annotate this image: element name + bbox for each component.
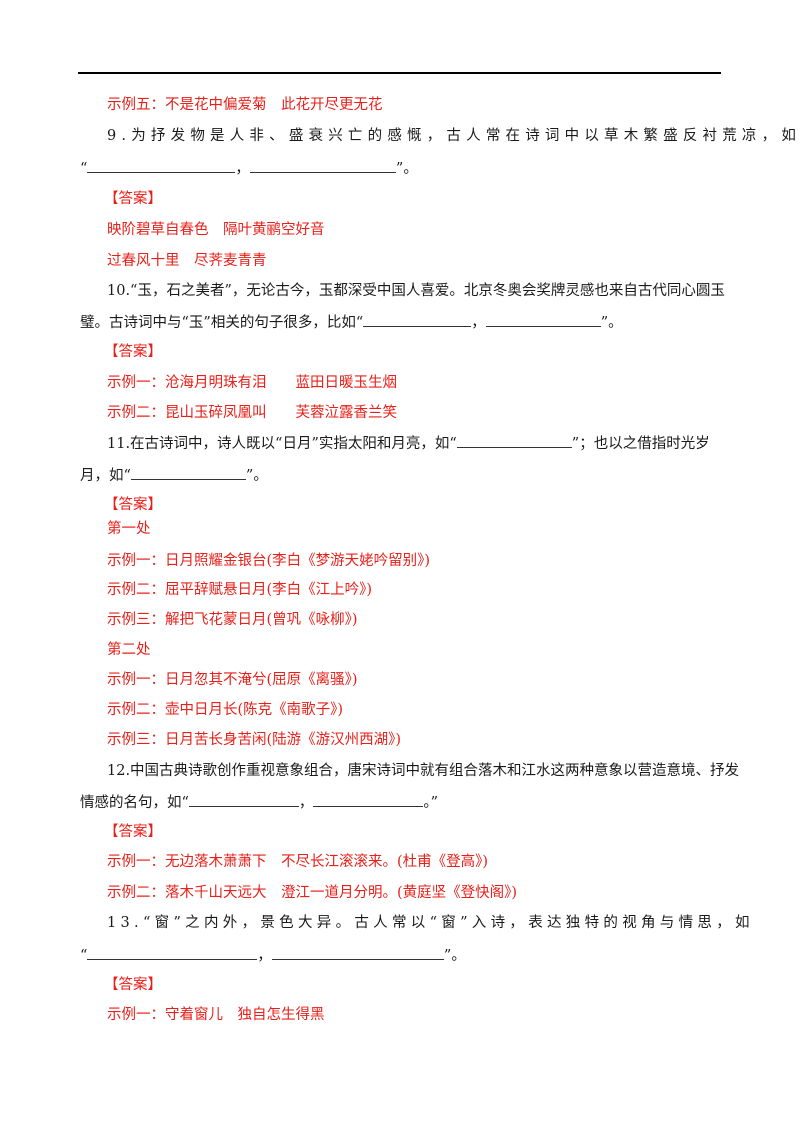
question-11-text-2: 月，如“”。 xyxy=(80,465,268,486)
question-10-text: 10.“玉，石之美者”，无论古今，玉都深受中国人喜爱。北京冬奥会奖牌灵感也来自古… xyxy=(107,283,725,299)
question-9-blanks: “ ， ”。 xyxy=(80,158,418,179)
fill-blank[interactable] xyxy=(363,312,472,327)
question-9-text: 9.为抒发物是人非、盛衰兴亡的感慨，古人常在诗词中以草木繁盛反衬荒凉，如 xyxy=(107,128,800,144)
fill-blank[interactable] xyxy=(87,945,258,960)
question-10-text-2: 璧。古诗词中与“玉”相关的句子很多，比如“，”。 xyxy=(80,312,623,333)
answer-tag: 【答案】 xyxy=(104,824,162,840)
open-quote: “ xyxy=(80,161,88,177)
fill-blank[interactable] xyxy=(130,465,246,480)
fill-blank[interactable] xyxy=(485,312,601,327)
fill-blank[interactable] xyxy=(188,792,299,807)
answer-line: 示例一：日月忽其不淹兮(屈原《离骚》) xyxy=(107,672,358,688)
open-quote: “ xyxy=(80,948,88,964)
section-label: 第一处 xyxy=(107,521,151,537)
separator: ， xyxy=(298,795,314,811)
answer-line: 示例五：不是花中偏爱菊 此花开尽更无花 xyxy=(107,97,383,113)
fill-blank[interactable] xyxy=(271,945,444,960)
fill-blank[interactable] xyxy=(313,792,424,807)
close-quote: ”。 xyxy=(245,468,268,484)
fill-blank[interactable] xyxy=(456,433,572,448)
question-11-text: 11.在古诗词中，诗人既以“日月”实指太阳和月亮，如“”；也以之借指时光岁 xyxy=(107,433,710,454)
header-rule xyxy=(78,72,721,74)
answer-line: 映阶碧草自春色 隔叶黄鹂空好音 xyxy=(107,222,325,238)
answer-tag: 【答案】 xyxy=(104,977,162,993)
close-quote: ”。 xyxy=(443,948,466,964)
answer-line: 示例二：壶中日月长(陈克《南歌子》) xyxy=(107,702,344,718)
answer-line: 示例二：落木千山天远大 澄江一道月分明。(黄庭坚《登快阁》) xyxy=(107,885,518,901)
question-12-text-2: 情感的名句，如“，。” xyxy=(80,792,438,813)
answer-tag: 【答案】 xyxy=(104,344,162,360)
question-13-blanks: “ ， ”。 xyxy=(80,945,466,966)
close-quote: ”。 xyxy=(395,161,418,177)
answer-tag: 【答案】 xyxy=(104,497,162,513)
answer-line: 示例一：守着窗儿 独自怎生得黑 xyxy=(107,1007,325,1023)
question-12-text: 12.中国古典诗歌创作重视意象组合，唐宋诗词中就有组合落木和江水这两种意象以营造… xyxy=(107,763,740,779)
fill-blank[interactable] xyxy=(87,158,236,173)
answer-line: 示例三：日月苦长身苦闲(陆游《游汉州西湖》) xyxy=(107,732,402,748)
answer-line: 示例二：屈平辞赋悬日月(李白《江上吟》) xyxy=(107,582,373,598)
answer-line: 过春风十里 尽荠麦青青 xyxy=(107,253,267,269)
answer-line: 示例二：昆山玉碎凤凰叫 芙蓉泣露香兰笑 xyxy=(107,405,397,421)
answer-line: 示例三：解把飞花蒙日月(曾巩《咏柳》) xyxy=(107,612,358,628)
fill-blank[interactable] xyxy=(249,158,396,173)
question-13-text: 13.“窗”之内外，景色大异。古人常以“窗”入诗，表达独特的视角与情思，如 xyxy=(107,915,754,931)
close-quote: ”。 xyxy=(600,315,623,331)
answer-line: 示例一：日月照耀金银台(李白《梦游天姥吟留别》) xyxy=(107,553,431,569)
answer-tag: 【答案】 xyxy=(104,191,162,207)
separator: ， xyxy=(235,161,250,177)
separator: ， xyxy=(471,315,486,331)
answer-line: 示例一：无边落木萧萧下 不尽长江滚滚来。(杜甫《登高》) xyxy=(107,854,489,870)
section-label: 第二处 xyxy=(107,642,151,658)
close-quote: 。” xyxy=(423,795,439,811)
answer-line: 示例一：沧海月明珠有泪 蓝田日暖玉生烟 xyxy=(107,375,397,391)
separator: ， xyxy=(257,948,272,964)
